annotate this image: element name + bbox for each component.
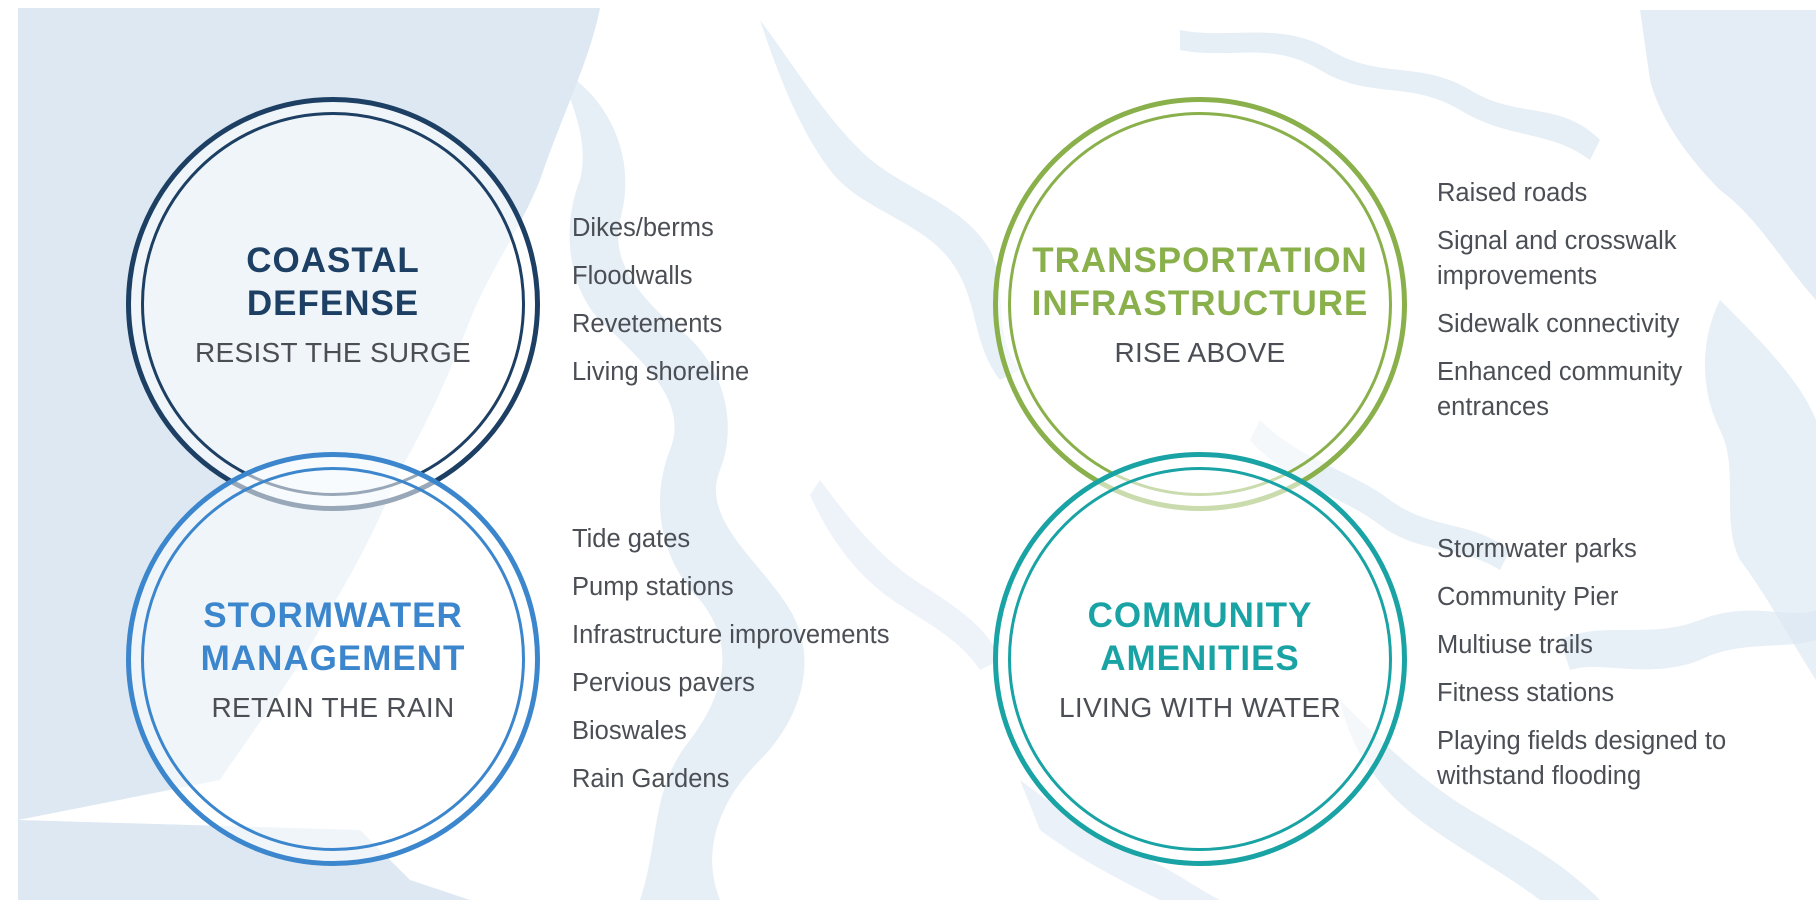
- coastal-subtitle: RESIST THE SURGE: [194, 337, 472, 368]
- list-item: Stormwater parks: [1437, 535, 1637, 563]
- list-item: Pump stations: [572, 573, 734, 601]
- list-item: Tide gates: [572, 525, 691, 553]
- coastal-title-line2: DEFENSE: [246, 284, 420, 323]
- list-item: Enhanced community entrances: [1437, 358, 1683, 421]
- list-item: Floodwalls: [572, 262, 693, 290]
- community-subtitle: LIVING WITH WATER: [1059, 692, 1341, 723]
- stormwater-subtitle: RETAIN THE RAIN: [211, 692, 455, 723]
- transportation-infrastructure-circle: TRANSPORTATION INFRASTRUCTURE RISE ABOVE: [993, 97, 1407, 511]
- coastal-items-list: Dikes/berms Floodwalls Revetements Livin…: [572, 211, 902, 403]
- list-item: Dikes/berms: [572, 214, 714, 242]
- transportation-subtitle: RISE ABOVE: [1114, 337, 1286, 368]
- stormwater-items-list: Tide gates Pump stations Infrastructure …: [572, 522, 972, 810]
- list-item: Community Pier: [1437, 583, 1619, 611]
- transportation-title-line2: INFRASTRUCTURE: [1031, 284, 1369, 323]
- list-item: Rain Gardens: [572, 765, 730, 793]
- community-amenities-circle: COMMUNITY AMENITIES LIVING WITH WATER: [993, 452, 1407, 866]
- community-title-line2: AMENITIES: [1100, 639, 1300, 678]
- list-item: Playing fields designed to withstand flo…: [1437, 727, 1727, 790]
- list-item: Raised roads: [1437, 179, 1588, 207]
- transportation-items-list: Raised roads Signal and crosswalk improv…: [1437, 176, 1737, 438]
- community-items-list: Stormwater parks Community Pier Multiuse…: [1437, 532, 1747, 807]
- list-item: Bioswales: [572, 717, 687, 745]
- list-item: Pervious pavers: [572, 669, 755, 697]
- list-item: Fitness stations: [1437, 679, 1615, 707]
- transportation-title-line1: TRANSPORTATION: [1032, 241, 1368, 280]
- list-item: Living shoreline: [572, 358, 750, 386]
- list-item: Sidewalk connectivity: [1437, 310, 1680, 338]
- list-item: Infrastructure improvements: [572, 621, 890, 649]
- stormwater-title-line2: MANAGEMENT: [200, 639, 466, 678]
- coastal-title-line1: COASTAL: [246, 241, 420, 280]
- list-item: Multiuse trails: [1437, 631, 1593, 659]
- coastal-defense-circle: COASTAL DEFENSE RESIST THE SURGE: [126, 97, 540, 511]
- stormwater-title-line1: STORMWATER: [203, 596, 463, 635]
- list-item: Signal and crosswalk improvements: [1437, 227, 1677, 290]
- stormwater-management-circle: STORMWATER MANAGEMENT RETAIN THE RAIN: [126, 452, 540, 866]
- list-item: Revetements: [572, 310, 723, 338]
- community-title-line1: COMMUNITY: [1087, 596, 1313, 635]
